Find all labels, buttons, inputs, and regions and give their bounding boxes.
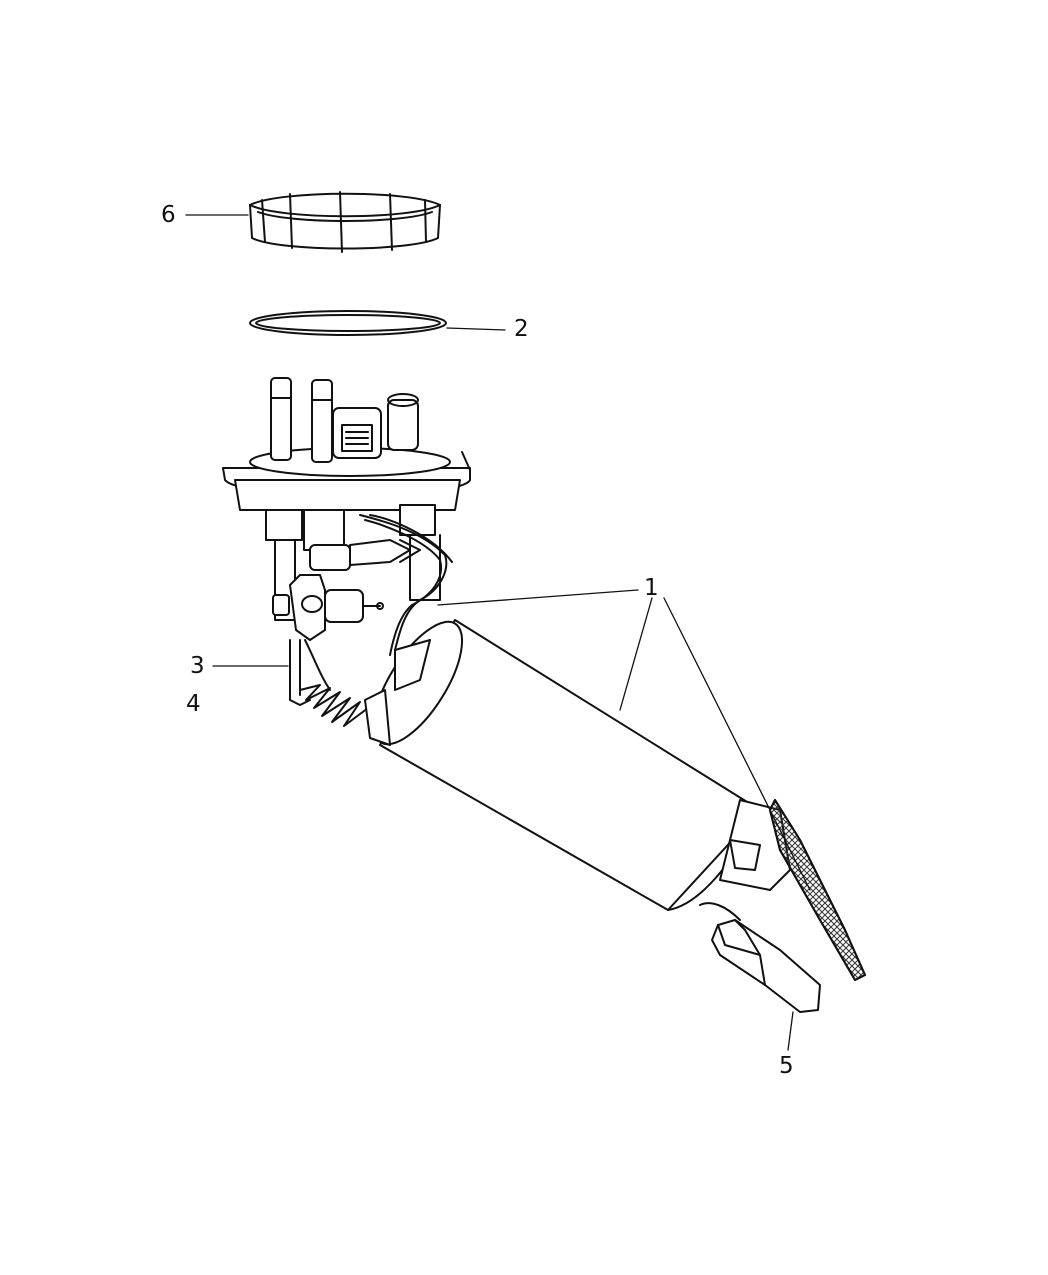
module-body (274, 534, 441, 621)
fuel-level-float (699, 902, 821, 1013)
callout-2: 2 (514, 316, 529, 342)
callout-5: 5 (779, 1053, 794, 1079)
leader-1c (663, 597, 811, 891)
level-sender-arm (769, 799, 866, 981)
pressure-regulator (272, 574, 384, 641)
callout-3: 3 (190, 653, 205, 679)
leader-1a (437, 589, 639, 606)
module-flange (222, 447, 471, 511)
callout-4: 4 (186, 691, 201, 717)
callout-1: 1 (644, 575, 659, 601)
leader-2 (446, 327, 506, 331)
electrical-connector (332, 393, 419, 459)
leader-5 (787, 1011, 794, 1051)
leader-1b (619, 597, 653, 711)
fuel-pump-cylinder (364, 619, 761, 911)
callout-6: 6 (161, 202, 176, 228)
seal-ring (249, 310, 447, 336)
bracket-rod (289, 639, 331, 706)
wiring-harness (359, 514, 453, 656)
leader-lines (185, 214, 811, 1051)
outlet-tubes (270, 377, 333, 463)
flange-bosses (265, 504, 436, 551)
lock-ring (249, 191, 441, 253)
spring (299, 684, 369, 727)
